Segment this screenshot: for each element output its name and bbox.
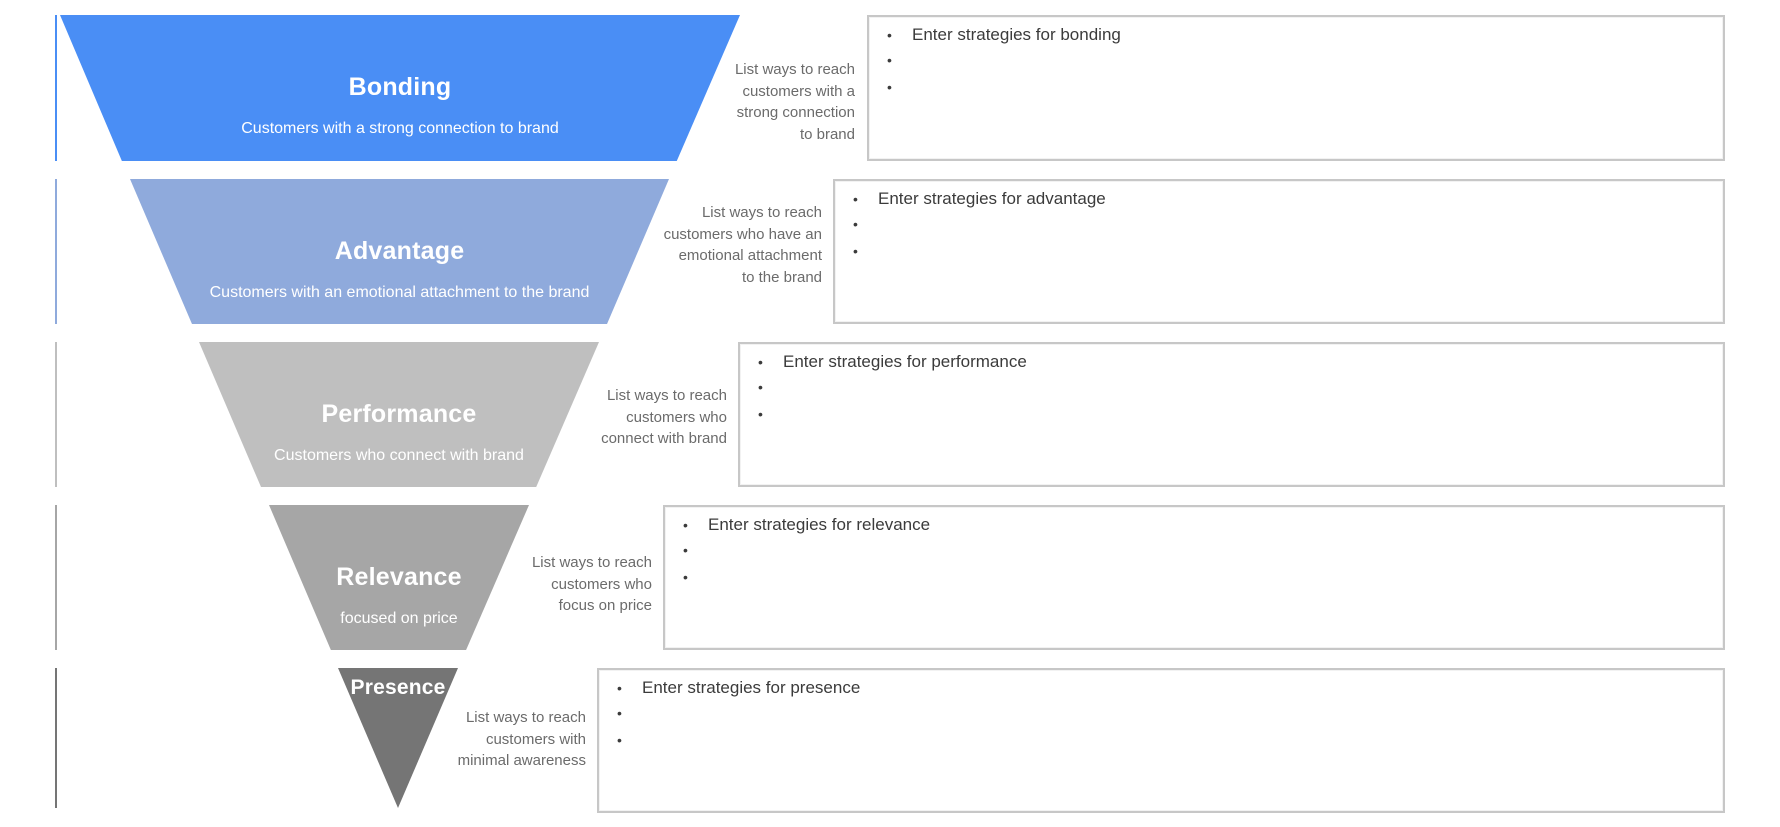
strategy-box-bonding[interactable]: • Enter strategies for bonding • •	[867, 15, 1725, 161]
strategy-bullet[interactable]: • Enter strategies for bonding	[887, 25, 1713, 52]
accent-line-presence	[55, 668, 57, 808]
bullet-dot: •	[887, 79, 892, 95]
strategy-bullet[interactable]: • Enter strategies for performance	[758, 352, 1713, 379]
strategy-bullet-empty[interactable]: •	[683, 569, 1713, 596]
accent-line-advantage	[55, 179, 57, 324]
strategy-box-performance[interactable]: • Enter strategies for performance • •	[738, 342, 1725, 487]
bullet-dot: •	[683, 569, 688, 585]
strategy-bullet-empty[interactable]: •	[887, 79, 1713, 106]
level-title-relevance: Relevance	[336, 563, 462, 591]
strategy-bullet[interactable]: • Enter strategies for advantage	[853, 189, 1713, 216]
bullet-dot: •	[683, 517, 688, 533]
side-note-presence: List ways to reach customers with minima…	[457, 709, 586, 769]
strategy-prompt-text: Enter strategies for presence	[642, 678, 861, 697]
side-note-performance: List ways to reach customers who connect…	[601, 387, 727, 447]
strategy-list-advantage: • Enter strategies for advantage • •	[835, 181, 1723, 270]
accent-line-relevance	[55, 505, 57, 650]
bullet-dot: •	[853, 216, 858, 232]
funnel-shape-bonding: Bonding Customers with a strong connecti…	[60, 15, 740, 161]
strategy-bullet-empty[interactable]: •	[853, 243, 1713, 270]
strategy-bullet-empty[interactable]: •	[758, 379, 1713, 406]
level-subtitle-performance: Customers who connect with brand	[274, 447, 524, 464]
bullet-dot: •	[617, 732, 622, 748]
strategy-bullet[interactable]: • Enter strategies for relevance	[683, 515, 1713, 542]
level-title-bonding: Bonding	[348, 73, 452, 101]
accent-line-bonding	[55, 15, 57, 161]
bullet-dot: •	[758, 354, 763, 370]
strategy-prompt-text: Enter strategies for performance	[783, 352, 1027, 371]
bullet-dot: •	[887, 52, 892, 68]
strategy-list-performance: • Enter strategies for performance • •	[740, 344, 1723, 433]
level-subtitle-relevance: focused on price	[340, 610, 458, 627]
funnel-shape-advantage: Advantage Customers with an emotional at…	[130, 179, 669, 324]
strategy-bullet-empty[interactable]: •	[617, 705, 1713, 732]
strategy-list-relevance: • Enter strategies for relevance • •	[665, 507, 1723, 596]
strategy-box-relevance[interactable]: • Enter strategies for relevance • •	[663, 505, 1725, 650]
bullet-dot: •	[617, 705, 622, 721]
bullet-dot: •	[758, 406, 763, 422]
accent-line-performance	[55, 342, 57, 487]
level-subtitle-bonding: Customers with a strong connection to br…	[241, 120, 559, 137]
strategy-bullet-empty[interactable]: •	[683, 542, 1713, 569]
level-subtitle-advantage: Customers with an emotional attachment t…	[209, 284, 590, 301]
side-note-advantage: List ways to reach customers who have an…	[663, 204, 822, 286]
strategy-bullet[interactable]: • Enter strategies for presence	[617, 678, 1713, 705]
level-title-presence: Presence	[350, 676, 446, 699]
strategy-prompt-text: Enter strategies for advantage	[878, 189, 1106, 208]
bullet-dot: •	[758, 379, 763, 395]
strategy-prompt-text: Enter strategies for bonding	[912, 25, 1121, 44]
level-title-advantage: Advantage	[334, 237, 465, 265]
strategy-box-presence[interactable]: • Enter strategies for presence • •	[597, 668, 1725, 813]
strategy-bullet-empty[interactable]: •	[853, 216, 1713, 243]
strategy-list-bonding: • Enter strategies for bonding • •	[869, 17, 1723, 106]
strategy-box-advantage[interactable]: • Enter strategies for advantage • •	[833, 179, 1725, 324]
bullet-dot: •	[887, 27, 892, 43]
side-note-relevance: List ways to reach customers who focus o…	[531, 554, 652, 614]
strategy-bullet-empty[interactable]: •	[617, 732, 1713, 759]
funnel-shape-relevance: Relevance focused on price	[269, 505, 529, 650]
funnel-shape-performance: Performance Customers who connect with b…	[199, 342, 599, 487]
side-note-bonding: List ways to reach customers with a stro…	[734, 61, 855, 143]
bullet-dot: •	[617, 680, 622, 696]
strategy-prompt-text: Enter strategies for relevance	[708, 515, 931, 534]
strategy-list-presence: • Enter strategies for presence • •	[599, 670, 1723, 759]
bullet-dot: •	[853, 191, 858, 207]
strategy-bullet-empty[interactable]: •	[758, 406, 1713, 433]
strategy-bullet-empty[interactable]: •	[887, 52, 1713, 79]
level-title-performance: Performance	[321, 400, 477, 428]
bullet-dot: •	[853, 243, 858, 259]
bullet-dot: •	[683, 542, 688, 558]
